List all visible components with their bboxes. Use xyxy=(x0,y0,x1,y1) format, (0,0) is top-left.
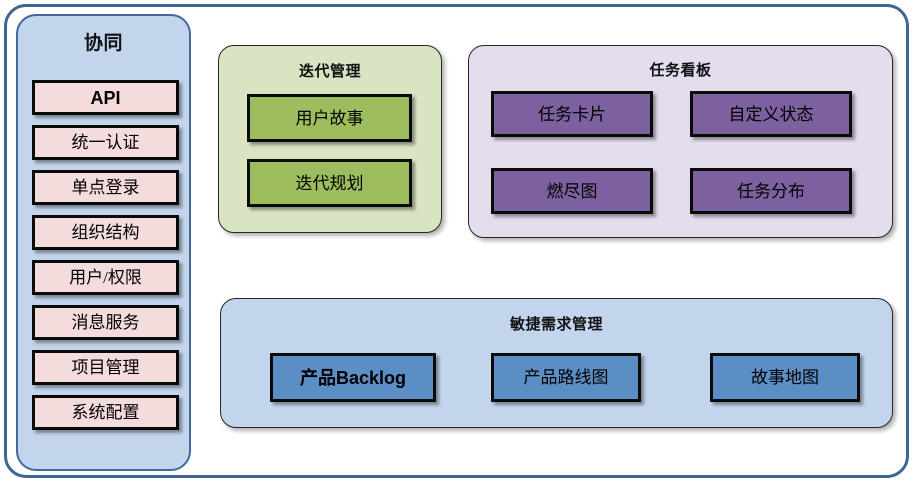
sidebar-box-message-service-label: 消息服务 xyxy=(71,313,140,332)
sidebar-box-user-permission-label: 用户/权限 xyxy=(69,268,142,287)
taskboard-box-task-distribution-label: 任务分布 xyxy=(737,181,805,201)
taskboard-box-custom-status[interactable]: 自定义状态 xyxy=(690,91,852,137)
taskboard-box-task-card[interactable]: 任务卡片 xyxy=(491,91,653,137)
agile-box-story-map-label: 故事地图 xyxy=(751,368,819,387)
taskboard-box-task-card-label: 任务卡片 xyxy=(538,104,606,124)
sidebar-box-user-permission[interactable]: 用户/权限 xyxy=(32,260,179,295)
panel-agile-requirement-title: 敏捷需求管理 xyxy=(509,316,603,333)
panel-iteration-management[interactable]: 迭代管理 用户故事 迭代规划 xyxy=(218,45,442,233)
taskboard-box-burndown-chart[interactable]: 燃尽图 xyxy=(491,168,653,214)
panel-collaboration-title: 协同 xyxy=(83,33,123,54)
taskboard-box-burndown-chart-label: 燃尽图 xyxy=(546,181,598,201)
sidebar-box-message-service[interactable]: 消息服务 xyxy=(32,305,179,340)
taskboard-box-custom-status-label: 自定义状态 xyxy=(728,104,814,124)
sidebar-box-sso[interactable]: 单点登录 xyxy=(32,170,179,205)
panel-task-board-title: 任务看板 xyxy=(649,62,712,79)
iteration-box-iteration-plan[interactable]: 迭代规划 xyxy=(247,159,412,207)
sidebar-box-org-structure[interactable]: 组织结构 xyxy=(32,215,179,250)
iteration-box-user-story[interactable]: 用户故事 xyxy=(247,94,412,142)
sidebar-box-project-management[interactable]: 项目管理 xyxy=(32,350,179,385)
panel-agile-requirement[interactable]: 敏捷需求管理 产品Backlog 产品路线图 故事地图 xyxy=(220,298,893,428)
iteration-box-iteration-plan-label: 迭代规划 xyxy=(295,173,364,193)
sidebar-box-system-config-label: 系统配置 xyxy=(71,403,140,422)
sidebar-box-unified-auth[interactable]: 统一认证 xyxy=(32,125,179,160)
sidebar-box-unified-auth-label: 统一认证 xyxy=(71,133,140,152)
panel-iteration-management-title: 迭代管理 xyxy=(298,63,361,80)
sidebar-box-api-label: API xyxy=(90,87,121,108)
agile-box-product-backlog-label: 产品Backlog xyxy=(299,367,407,388)
sidebar-box-system-config[interactable]: 系统配置 xyxy=(32,395,179,430)
iteration-box-user-story-label: 用户故事 xyxy=(295,108,364,128)
panel-collaboration[interactable]: 协同 API 统一认证 单点登录 组织结构 用户/权限 消息服务 项目管理 系统… xyxy=(16,14,191,471)
sidebar-box-sso-label: 单点登录 xyxy=(71,178,140,197)
agile-box-product-backlog[interactable]: 产品Backlog xyxy=(270,353,436,402)
agile-box-product-roadmap[interactable]: 产品路线图 xyxy=(491,353,641,402)
panel-task-board[interactable]: 任务看板 任务卡片 自定义状态 燃尽图 任务分布 xyxy=(468,45,893,238)
sidebar-box-api[interactable]: API xyxy=(32,80,179,115)
agile-box-story-map[interactable]: 故事地图 xyxy=(710,353,860,402)
sidebar-box-project-management-label: 项目管理 xyxy=(71,358,140,377)
agile-box-product-roadmap-label: 产品路线图 xyxy=(523,368,609,387)
taskboard-box-task-distribution[interactable]: 任务分布 xyxy=(690,168,852,214)
sidebar-box-org-structure-label: 组织结构 xyxy=(71,223,140,242)
